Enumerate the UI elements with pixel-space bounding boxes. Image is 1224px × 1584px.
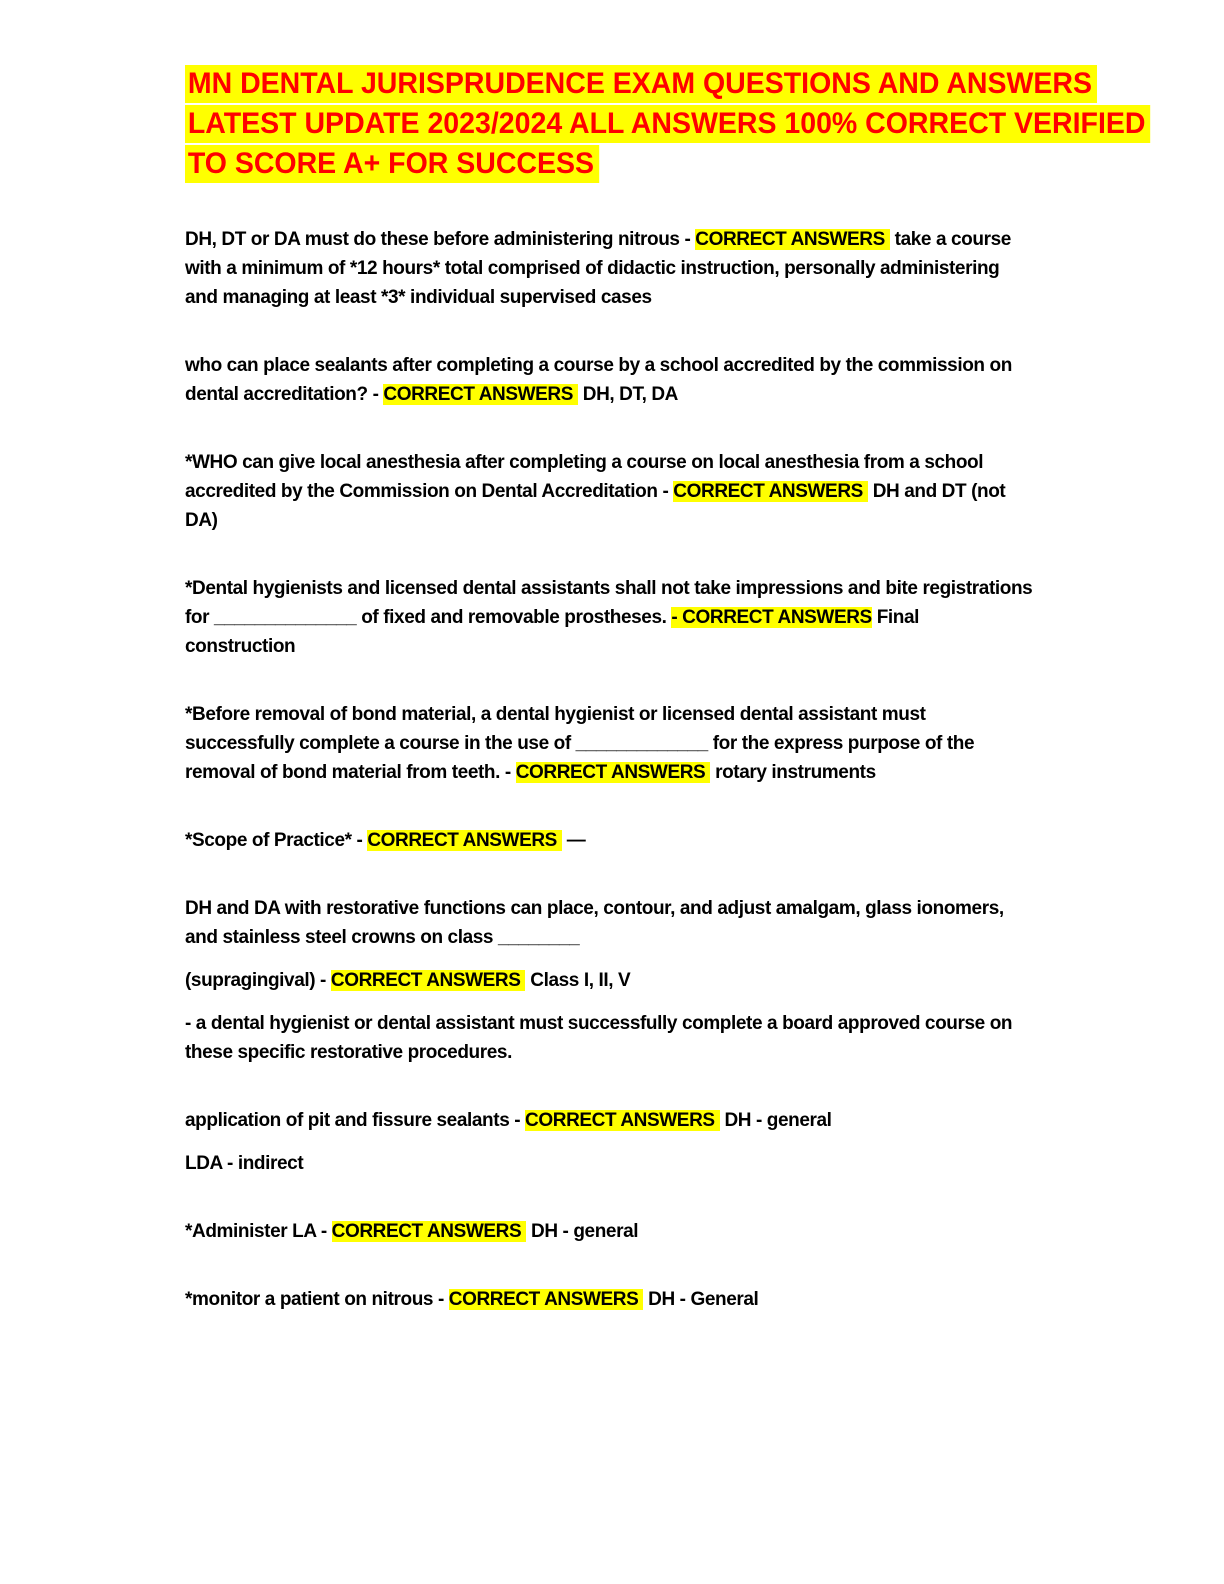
correct-answers-highlight: CORRECT ANSWERS [448,1289,644,1310]
title-line: MN DENTAL JURISPRUDENCE EXAM QUESTIONS A… [185,63,1097,103]
correct-answers-highlight: CORRECT ANSWERS [695,229,890,250]
qa-block: DH, DT or DA must do these before admini… [185,225,1033,312]
correct-answers-highlight: CORRECT ANSWERS [367,830,562,851]
title-line-text: TO SCORE A+ FOR SUCCESS [185,145,599,183]
qa-paragraph: DH and DA with restorative functions can… [185,894,1033,952]
qa-paragraph: *Before removal of bond material, a dent… [185,700,1033,787]
qa-text: *Scope of Practice* - [185,830,368,851]
qa-text: Final construction [185,607,924,657]
document-content: MN DENTAL JURISPRUDENCE EXAM QUESTIONS A… [185,63,1151,1353]
document-title: MN DENTAL JURISPRUDENCE EXAM QUESTIONS A… [185,63,1151,183]
qa-text: DH and DA with restorative functions can… [185,898,1009,948]
qa-text: application of pit and fissure sealants … [185,1110,526,1131]
qa-text: who can place sealants after completing … [185,355,1017,405]
qa-text: *Dental hygienists and licensed dental a… [185,578,1038,628]
correct-answers-highlight: CORRECT ANSWERS [673,481,868,502]
qa-list: DH, DT or DA must do these before admini… [185,225,1033,1314]
qa-text: DH and DT (not DA) [185,481,1011,531]
qa-block: *WHO can give local anesthesia after com… [185,448,1033,535]
qa-paragraph: - a dental hygienist or dental assistant… [185,1009,1033,1067]
qa-paragraph: *Scope of Practice* - CORRECT ANSWERS — [185,826,1033,855]
correct-answers-highlight: - CORRECT ANSWERS [671,607,872,628]
correct-answers-highlight: CORRECT ANSWERS [525,1110,720,1131]
correct-answers-highlight: CORRECT ANSWERS [515,762,711,783]
qa-paragraph: LDA - indirect [185,1149,1033,1178]
qa-text: DH - General [643,1289,759,1310]
qa-text: *monitor a patient on nitrous - [185,1289,449,1310]
qa-paragraph: *WHO can give local anesthesia after com… [185,448,1033,535]
qa-text: *WHO can give local anesthesia after com… [185,452,989,502]
title-line: LATEST UPDATE 2023/2024 ALL ANSWERS 100%… [185,103,1151,143]
qa-block: *Dental hygienists and licensed dental a… [185,574,1033,661]
qa-paragraph: who can place sealants after completing … [185,351,1033,409]
qa-paragraph: *Administer LA - CORRECT ANSWERS DH - ge… [185,1217,1033,1246]
correct-answers-highlight: CORRECT ANSWERS [330,970,526,991]
qa-text: *Before removal of bond material, a dent… [185,704,980,783]
qa-block: who can place sealants after completing … [185,351,1033,409]
qa-text: DH, DT or DA must do these before admini… [185,229,696,250]
title-line-text: LATEST UPDATE 2023/2024 ALL ANSWERS 100%… [185,105,1151,143]
correct-answers-highlight: CORRECT ANSWERS [383,384,578,405]
qa-text: (supragingival) - [185,970,331,991]
title-line-text: MN DENTAL JURISPRUDENCE EXAM QUESTIONS A… [185,65,1097,103]
qa-text: rotary instruments [710,762,876,783]
qa-block: DH and DA with restorative functions can… [185,894,1033,1067]
qa-paragraph: application of pit and fissure sealants … [185,1106,1033,1135]
qa-block: *Scope of Practice* - CORRECT ANSWERS — [185,826,1033,855]
qa-text: LDA - indirect [185,1153,304,1174]
qa-paragraph: *monitor a patient on nitrous - CORRECT … [185,1285,1033,1314]
qa-block: *monitor a patient on nitrous - CORRECT … [185,1285,1033,1314]
qa-block: *Administer LA - CORRECT ANSWERS DH - ge… [185,1217,1033,1246]
correct-answers-highlight: CORRECT ANSWERS [331,1221,527,1242]
qa-paragraph: DH, DT or DA must do these before admini… [185,225,1033,312]
qa-block: application of pit and fissure sealants … [185,1106,1033,1178]
qa-text: Class I, II, V [525,970,631,991]
qa-paragraph: *Dental hygienists and licensed dental a… [185,574,1033,661]
qa-text: DH - general [526,1221,639,1242]
qa-text: *Administer LA - [185,1221,332,1242]
qa-text: - a dental hygienist or dental assistant… [185,1013,1018,1063]
qa-text: take a course with a minimum of *12 hour… [185,229,1016,308]
qa-text: DH - general [719,1110,832,1131]
qa-paragraph: (supragingival) - CORRECT ANSWERS Class … [185,966,1033,995]
qa-text: — [561,830,586,851]
title-line: TO SCORE A+ FOR SUCCESS [185,143,991,183]
qa-text: DH, DT, DA [577,384,679,405]
qa-block: *Before removal of bond material, a dent… [185,700,1033,787]
